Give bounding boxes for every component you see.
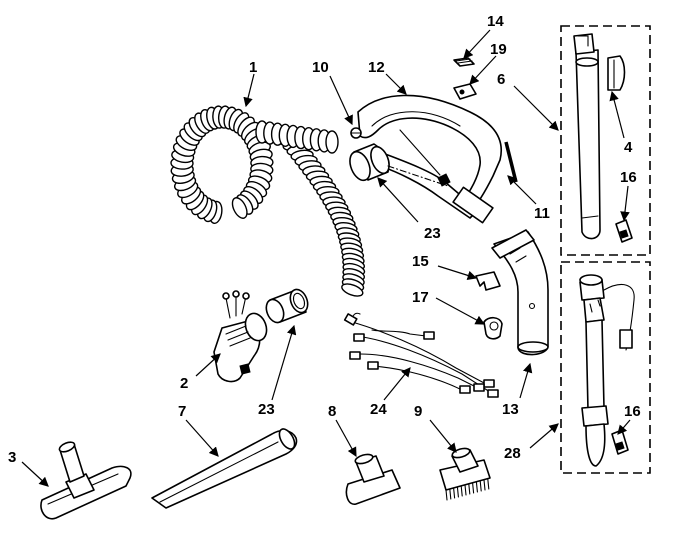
callout-16-upper: 16 xyxy=(620,169,637,186)
callout-17: 17 xyxy=(412,289,429,306)
callout-6: 6 xyxy=(497,71,505,88)
brush-bristle xyxy=(453,487,456,499)
callout-9: 9 xyxy=(414,403,422,420)
switch-part-14 xyxy=(453,57,475,67)
callout-1: 1 xyxy=(249,59,257,76)
brush-bristle xyxy=(456,486,459,498)
brush-bristle xyxy=(445,489,448,501)
wand-box-part-6 xyxy=(560,25,651,256)
brush-bristle xyxy=(483,479,486,491)
hose-coil xyxy=(325,130,339,154)
callout-10: 10 xyxy=(312,59,329,76)
dusting-brush-part-9 xyxy=(439,447,491,501)
brush-bristle xyxy=(487,478,490,490)
callout-3: 3 xyxy=(8,449,16,466)
hose-coil xyxy=(341,283,364,297)
clip-part-4 xyxy=(607,55,626,91)
wire-harness-part-24 xyxy=(343,312,499,398)
brush-bristle xyxy=(449,488,452,500)
knob-part-17 xyxy=(483,316,503,340)
crevice-tool-part-7 xyxy=(151,428,298,509)
callout-8: 8 xyxy=(328,403,336,420)
brush-bristle xyxy=(460,485,463,497)
callout-23-lower: 23 xyxy=(258,401,275,418)
brush-bristle xyxy=(468,483,471,495)
lower-wand xyxy=(579,274,635,467)
brush-bristle xyxy=(479,480,482,492)
callout-14: 14 xyxy=(487,13,504,30)
upper-wand xyxy=(573,33,601,240)
spring-part-11 xyxy=(504,141,518,183)
latch-part-15 xyxy=(475,271,501,291)
clip-part-16-lower xyxy=(611,429,629,455)
callout-12: 12 xyxy=(368,59,385,76)
callout-23-upper: 23 xyxy=(424,225,441,242)
callout-16-lower: 16 xyxy=(624,403,641,420)
wand-box-part-28 xyxy=(560,261,651,474)
brush-bristle xyxy=(472,482,475,494)
contact-part-19 xyxy=(453,83,477,100)
leader-lines xyxy=(21,29,631,487)
callout-2: 2 xyxy=(180,375,188,392)
cuff-part-23-lower xyxy=(265,288,309,324)
clip-part-16-upper xyxy=(615,219,633,243)
cuff-part-23-upper xyxy=(349,143,449,187)
hose-coil xyxy=(231,197,248,219)
handle-part-12 xyxy=(357,94,502,224)
upholstery-tool-part-8 xyxy=(345,453,401,505)
hose-part-1 xyxy=(170,105,366,297)
callout-7: 7 xyxy=(178,403,186,420)
callout-13: 13 xyxy=(502,401,519,418)
callout-11: 11 xyxy=(534,205,550,222)
callout-24: 24 xyxy=(370,401,387,418)
brush-bristle xyxy=(464,484,467,496)
callout-15: 15 xyxy=(412,253,429,270)
elbow-part-13 xyxy=(491,229,549,356)
brush-bristle xyxy=(475,481,478,493)
screw-part-10 xyxy=(350,127,362,139)
callout-labels: 1 10 12 14 19 6 4 16 11 23 15 17 2 23 24… xyxy=(8,13,641,466)
callout-28: 28 xyxy=(504,445,521,462)
floor-tool-part-3 xyxy=(40,441,132,520)
swivel-part-2 xyxy=(213,290,268,383)
callout-4: 4 xyxy=(624,139,633,156)
callout-19: 19 xyxy=(490,41,507,58)
